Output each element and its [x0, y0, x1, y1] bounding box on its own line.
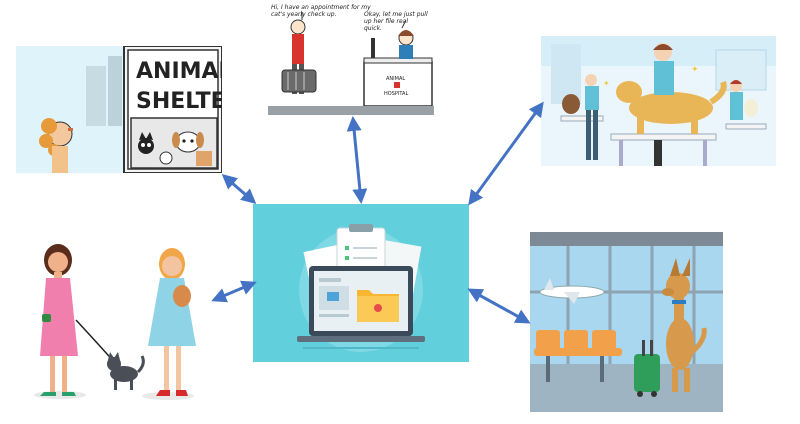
- svg-text:Hi, I have an appointment for: Hi, I have an appointment for my cat's y…: [271, 4, 373, 18]
- suitcase-icon: [634, 340, 660, 397]
- cat-icon: [107, 352, 145, 390]
- arrow-icon: [468, 101, 544, 206]
- owner-speech-line: Hi, I have an appointment for my: [271, 4, 371, 11]
- records-hub-image: [253, 204, 469, 362]
- girl-figure: [39, 118, 73, 173]
- receptionist-speech-line-cont: quick.: [364, 25, 382, 32]
- airplane-icon: [539, 278, 605, 304]
- owner-speech-line-cont: cat's yearly check up.: [271, 11, 337, 18]
- desk-label-2: HOSPITAL: [384, 91, 408, 97]
- desk-label-1: ANIMAL: [386, 76, 405, 82]
- svg-text:Okay, let me just pull up: Okay, let me just pull up her file realq…: [364, 11, 430, 32]
- airport-image: [530, 232, 723, 412]
- receptionist-speech-line-cont: up her file real: [364, 18, 408, 25]
- woman-pink-dress: [40, 244, 78, 396]
- woman-blue-dress: [148, 248, 196, 396]
- vet-comic-image: Hi, I have an appointment for my cat's y…: [268, 0, 434, 115]
- folder-icon: [357, 290, 399, 322]
- svg-text:✦: ✦: [603, 79, 610, 88]
- arrow-icon: [467, 288, 531, 324]
- arrow-icon: [211, 280, 257, 303]
- airport-seats: [534, 330, 622, 356]
- shelter-sign-line1: ANIMAL: [136, 59, 222, 84]
- cat-icon: [138, 132, 154, 154]
- dog-icon: [172, 131, 212, 166]
- arrow-icon: [346, 116, 368, 204]
- grooming-image: ✦ ✦: [541, 36, 776, 166]
- pet-walk-image: [20, 236, 215, 406]
- dog-icon: [662, 258, 707, 392]
- receptionist-speech-line: Okay, let me just pull: [364, 11, 428, 18]
- shelter-image: ANIMAL SHELTER: [16, 46, 222, 173]
- arrow-icon: [221, 174, 257, 204]
- shelter-sign-line2: SHELTER: [136, 89, 222, 114]
- dog-icon: [616, 80, 727, 134]
- svg-text:✦: ✦: [691, 64, 699, 74]
